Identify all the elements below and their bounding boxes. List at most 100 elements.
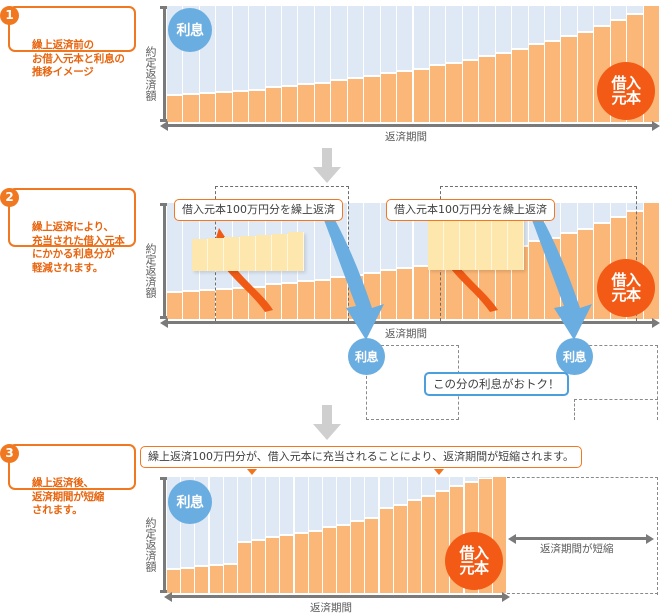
chart-bar — [407, 477, 422, 593]
chart-bar — [266, 477, 281, 593]
chart-bar — [397, 6, 414, 122]
chart-before-x-arrow-right — [652, 120, 660, 131]
prepay-marker-1 — [247, 469, 257, 475]
chart-prepay-y-cap-top — [159, 203, 170, 206]
bar-principal-segment — [209, 566, 224, 593]
bar-interest-segment — [479, 6, 496, 56]
chart-before-x-arrow-left — [160, 120, 168, 131]
chart-after-x-arrow-left — [164, 591, 172, 602]
bar-interest-segment — [365, 477, 380, 517]
bar-principal-segment — [429, 263, 447, 319]
chart-bar — [216, 6, 233, 122]
chart-bar — [232, 6, 250, 122]
bar-interest-segment — [379, 477, 394, 508]
chart-prepay-y-axis — [163, 203, 166, 319]
chart-before-y-cap-top — [159, 6, 170, 9]
saving-guide-1-bottom — [366, 419, 459, 420]
bar-principal-segment — [232, 91, 250, 122]
bar-principal-segment — [577, 229, 595, 319]
bar-principal-segment — [413, 69, 430, 122]
shortened-guide-right — [657, 477, 658, 595]
step-1-text: 繰上返済前の お借入元本と利息の 推移イメージ — [32, 39, 125, 78]
principal-badge-2-line1: 借入 — [611, 271, 641, 289]
chart-prepay-x-arrow-left — [160, 317, 168, 328]
chart-before-y-label: 約定返済額 — [144, 46, 157, 101]
bar-principal-segment — [347, 79, 365, 122]
chart-bar — [393, 477, 408, 593]
chart-bar — [561, 6, 578, 122]
prepay-1-guide-top — [215, 186, 349, 187]
prepay-highlight-bar — [288, 232, 304, 271]
prepay-highlight-bar — [192, 239, 208, 271]
bar-principal-segment — [397, 72, 414, 122]
bar-principal-segment — [282, 284, 299, 319]
bar-principal-segment — [265, 88, 283, 122]
bar-principal-segment — [249, 90, 266, 122]
prepay-callout-1: 借入元本100万円分を繰上返済 — [174, 199, 343, 221]
bar-interest-segment — [266, 477, 281, 537]
bar-principal-segment — [436, 492, 451, 593]
shortened-guide-bottom — [507, 593, 658, 594]
saving-guide-1-left — [366, 345, 367, 420]
chart-bar — [544, 6, 562, 122]
chart-bar — [347, 6, 365, 122]
bar-principal-segment — [298, 281, 315, 319]
chart-bar — [413, 6, 430, 122]
principal-badge-1-line2: 元本 — [611, 89, 641, 107]
bar-interest-segment — [627, 6, 644, 14]
bar-interest-segment — [577, 6, 595, 31]
bar-principal-segment — [322, 528, 337, 593]
prepay-highlight-bar — [428, 208, 444, 270]
bar-principal-segment — [199, 94, 217, 122]
bar-principal-segment — [232, 288, 250, 319]
principal-badge-2: 借入 元本 — [597, 259, 655, 317]
bar-principal-segment — [577, 32, 595, 122]
bar-interest-segment — [351, 477, 366, 521]
saving-callout: この分の利息がおトク！ — [424, 372, 569, 396]
bar-interest-segment — [561, 6, 578, 36]
chart-prepay-y-label: 約定返済額 — [144, 243, 157, 298]
step-3-caption: 3 繰上返済後、 返済期間が短縮 されます。 — [0, 444, 136, 516]
bar-principal-segment — [314, 280, 332, 319]
bar-interest-segment — [429, 6, 447, 65]
flow-arrow-2 — [312, 405, 342, 445]
interest-badge-saved-1: 利息 — [348, 338, 385, 375]
bar-principal-segment — [479, 57, 496, 122]
bar-principal-segment — [364, 76, 381, 122]
saving-guide-1-top — [366, 345, 459, 346]
prepay-highlight-bar — [444, 206, 460, 270]
chart-bar — [314, 6, 332, 122]
bar-interest-segment — [610, 203, 628, 217]
chart-after-y-axis — [163, 477, 166, 593]
chart-bar — [209, 477, 224, 593]
bar-principal-segment — [397, 269, 414, 319]
bar-interest-segment — [393, 477, 408, 504]
bar-interest-segment — [308, 477, 323, 530]
bar-principal-segment — [462, 60, 480, 122]
shortened-label: 返済期間が短縮 — [540, 543, 614, 555]
chart-bar — [252, 477, 267, 593]
bar-interest-segment — [232, 6, 250, 90]
shortened-arrow-left — [508, 533, 516, 544]
shortened-arrow-right — [646, 533, 654, 544]
prepay-callout-2: 借入元本100万円分を繰上返済 — [386, 199, 555, 221]
chart-bar — [265, 6, 283, 122]
bar-interest-segment — [627, 203, 644, 211]
bar-principal-segment — [252, 540, 267, 593]
bar-interest-segment — [280, 477, 295, 535]
chart-bar — [294, 477, 309, 593]
bar-principal-segment — [280, 536, 295, 593]
bar-principal-segment — [167, 569, 182, 593]
bar-principal-segment — [223, 565, 238, 593]
chart-bar — [462, 6, 480, 122]
chart-before-plot — [167, 6, 660, 122]
chart-bar — [479, 6, 496, 122]
step-2-number: 2 — [0, 188, 19, 207]
bar-interest-segment — [594, 6, 611, 25]
bar-principal-segment — [266, 538, 281, 593]
bar-interest-segment — [209, 477, 224, 565]
bar-interest-segment — [577, 203, 595, 228]
bar-principal-segment — [167, 96, 184, 122]
chart-bar — [446, 6, 463, 122]
bar-principal-segment — [337, 525, 352, 593]
